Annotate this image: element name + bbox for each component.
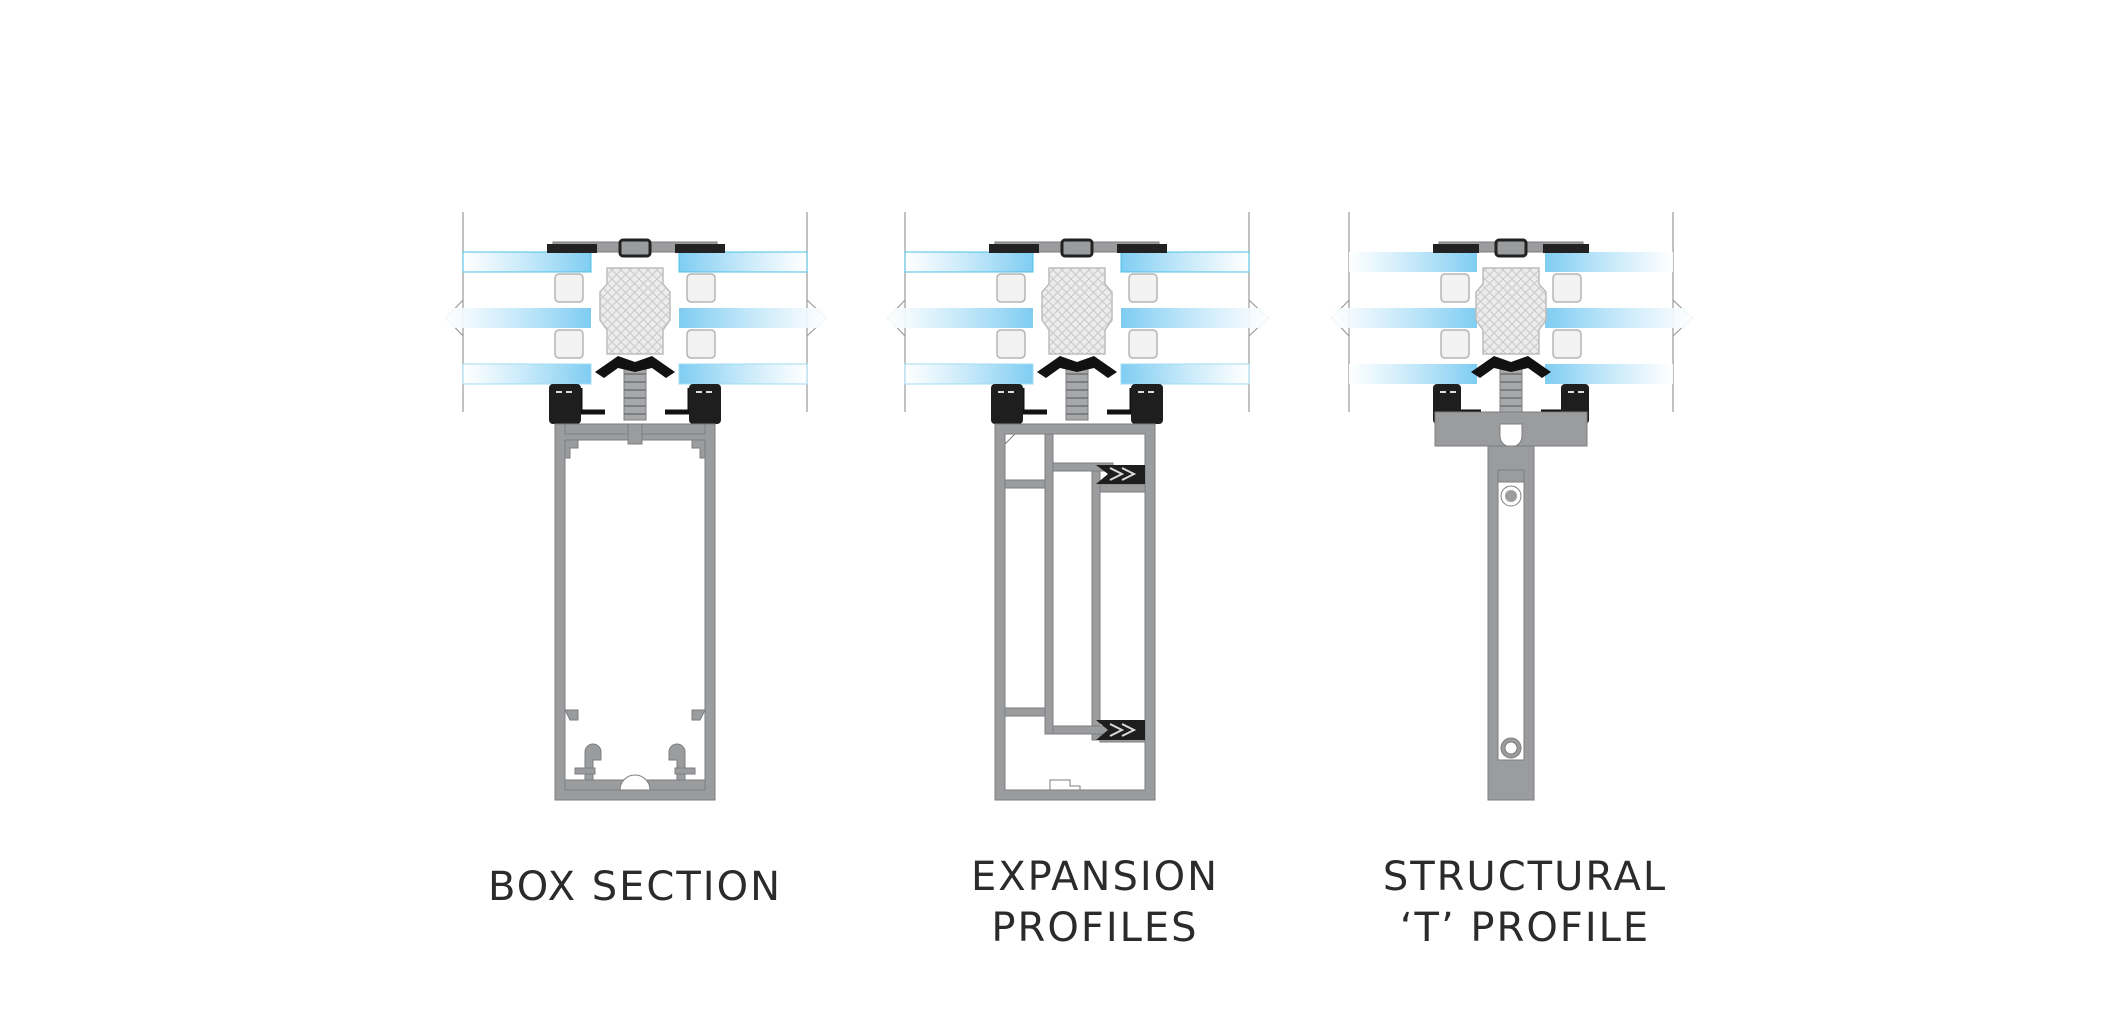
expansion-profiles-label-line-2: PROFILES <box>991 905 1199 951</box>
thermal-insulator <box>1475 267 1547 355</box>
spacer-blocks <box>996 273 1158 359</box>
glass-panes-left <box>888 251 1034 385</box>
structural-t-profile-drawing <box>1331 212 1693 801</box>
expansion-mullion <box>994 423 1156 801</box>
spacer-blocks <box>554 273 716 359</box>
expansion-clips <box>1096 465 1145 740</box>
expansion-profiles-drawing <box>887 212 1269 801</box>
glass-panes-left <box>446 251 592 385</box>
box-section-drawing <box>445 212 827 801</box>
box-mullion <box>554 423 716 801</box>
expansion-profiles-label: EXPANSION PROFILES <box>925 852 1265 954</box>
inner-gaskets <box>991 356 1163 424</box>
thermal-insulator <box>1041 267 1113 355</box>
box-section-label: BOX SECTION <box>470 862 800 913</box>
fixing-bolt <box>1065 367 1089 421</box>
pressure-cap <box>1433 238 1589 258</box>
pressure-cap <box>989 238 1167 258</box>
spacer-blocks <box>1440 273 1582 359</box>
glass-panes-right <box>678 251 826 385</box>
fixing-bolt <box>623 367 647 421</box>
glass-panes-right <box>1545 252 1692 384</box>
inner-gaskets <box>549 356 721 424</box>
glass-panes-left <box>1332 252 1477 384</box>
box-section-label-line-1: BOX SECTION <box>487 864 782 910</box>
glass-panes-right <box>1120 251 1268 385</box>
pressure-cap <box>547 238 725 258</box>
structural-t-profile-label-line-2: ‘T’ PROFILE <box>1399 905 1651 951</box>
expansion-profiles-label-line-1: EXPANSION <box>970 854 1220 900</box>
thermal-insulator <box>599 267 671 355</box>
t-profile-mullion <box>1434 411 1588 801</box>
structural-t-profile-label: STRUCTURAL ‘T’ PROFILE <box>1355 852 1695 954</box>
structural-t-profile-label-line-1: STRUCTURAL <box>1382 854 1668 900</box>
